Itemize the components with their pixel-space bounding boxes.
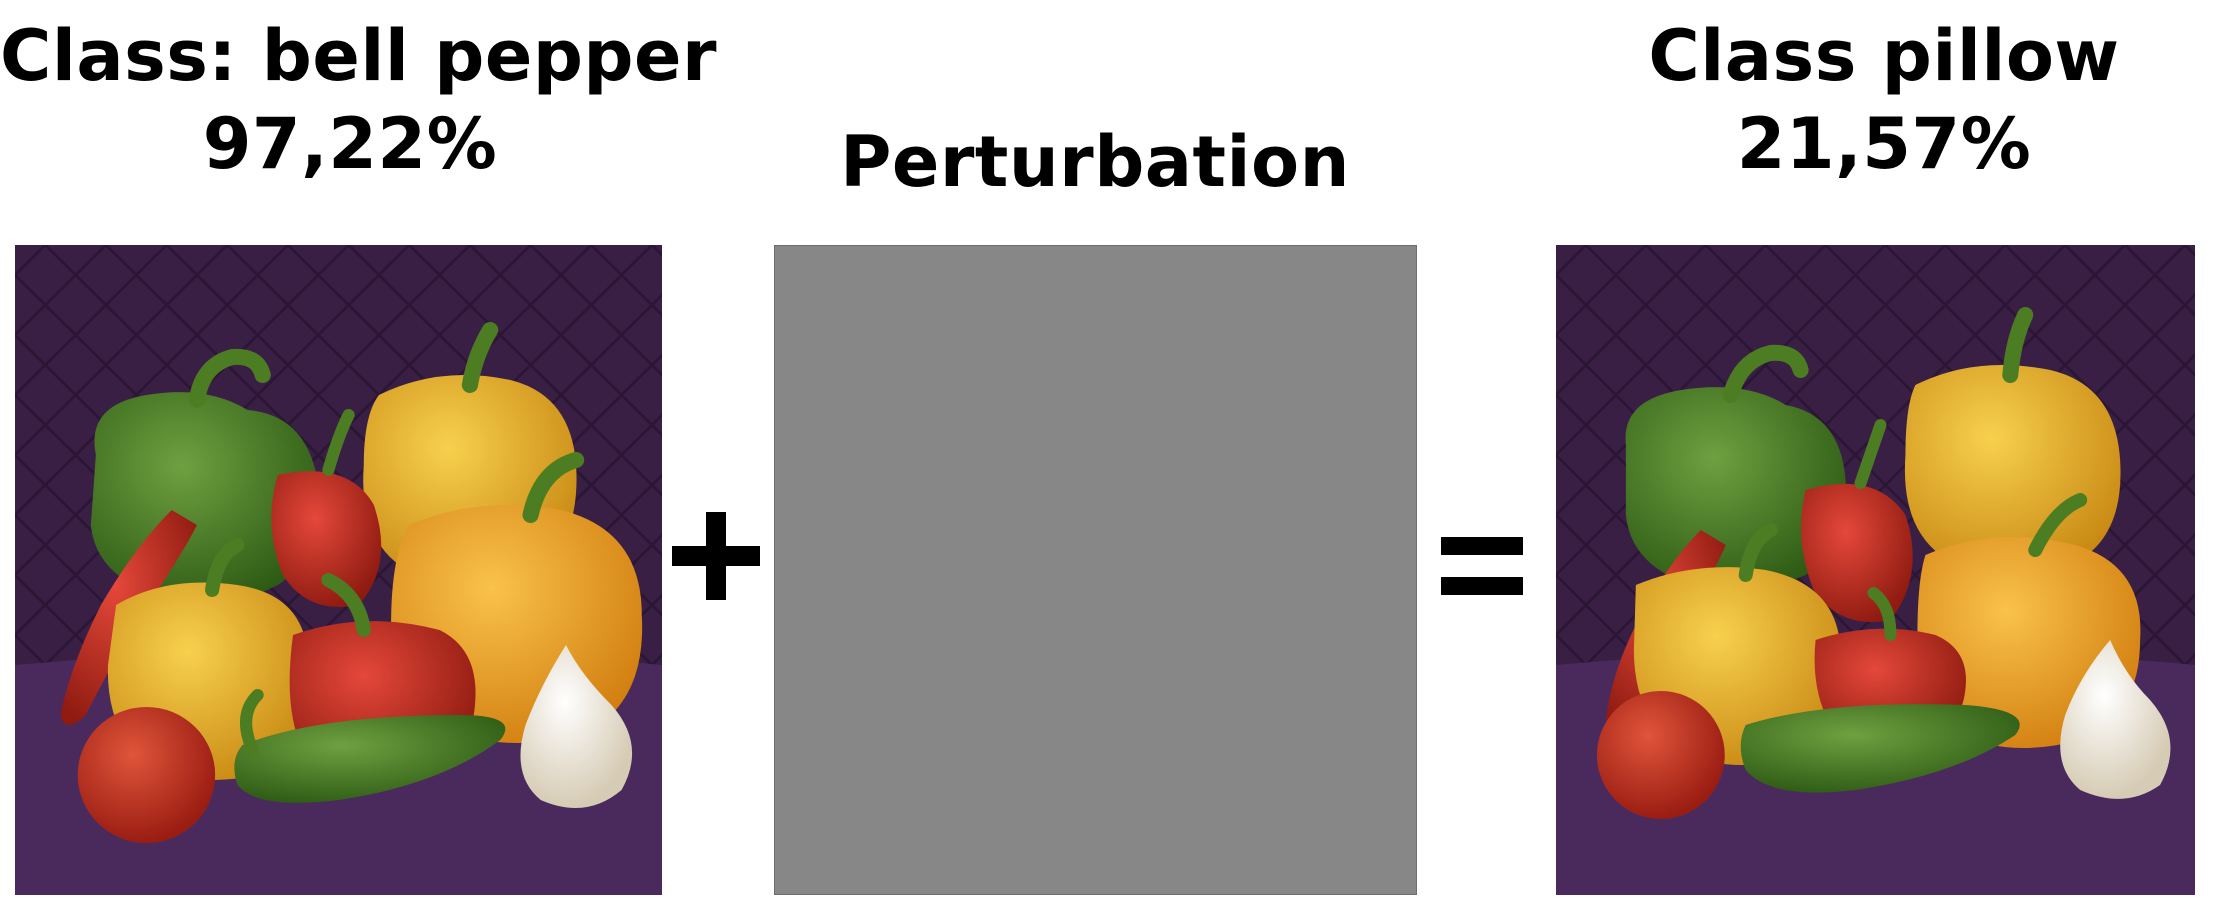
left-image-title: Class: bell pepper 97,22%: [0, 12, 718, 188]
original-image: [15, 245, 662, 895]
right-image-title: Class pillow 21,57%: [1554, 12, 2214, 188]
equals-icon: [1441, 537, 1523, 595]
perturbation-label: Perturbation: [840, 121, 1350, 203]
right-class-label: Class pillow: [1648, 15, 2120, 97]
perturbation-title: Perturbation: [775, 118, 1415, 206]
left-class-label: Class: bell pepper: [0, 15, 718, 97]
adversarial-image: [1556, 245, 2195, 895]
perturbation-image: [774, 245, 1417, 895]
left-confidence: 97,22%: [202, 103, 498, 185]
vegetables-still-life-adversarial: [1556, 245, 2195, 895]
vegetables-still-life-original: [15, 245, 662, 895]
right-confidence: 21,57%: [1736, 103, 2032, 185]
plus-icon: [672, 512, 760, 600]
